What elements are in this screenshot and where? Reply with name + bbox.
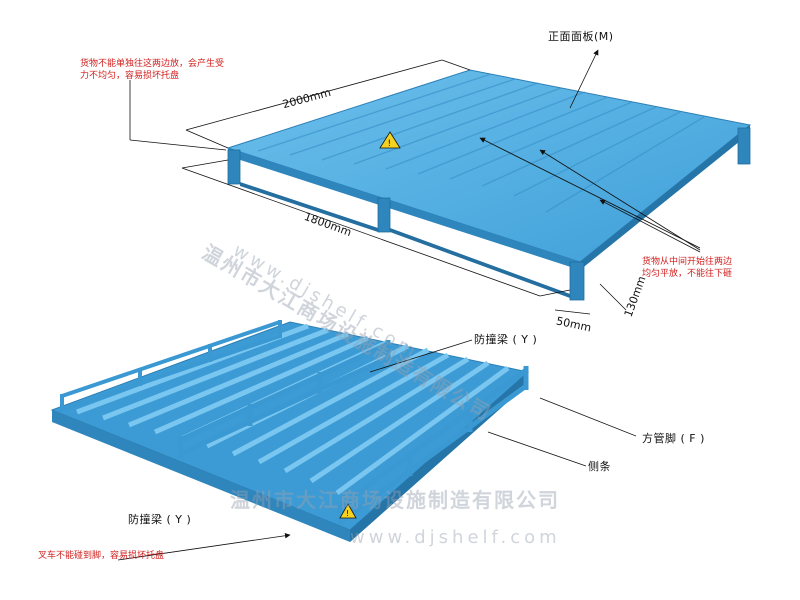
dim-2000-line	[185, 59, 443, 131]
leader-center-load-3	[599, 199, 701, 253]
label-anti-collision-bottom: 防撞梁 ( Y )	[128, 513, 192, 526]
top-pallet-front-edge	[228, 148, 580, 270]
bottom-pallet-slats	[76, 323, 510, 496]
leader-anti-collision-top	[369, 339, 473, 373]
top-pallet-foot-middle	[377, 197, 391, 233]
svg-text:!: !	[388, 139, 392, 149]
label-top-panel: 正面面板(M)	[548, 30, 614, 43]
bottom-pallet	[50, 320, 530, 542]
bottom-pallet-side-strip	[52, 410, 350, 542]
top-pallet-foot-left	[227, 149, 241, 185]
warning-edge-load-line2: 力不均匀，容易损坏托盘	[80, 71, 180, 82]
warning-center-load-line2: 均匀平放，不能往下砸	[642, 269, 733, 280]
top-pallet-foot-right	[737, 127, 751, 165]
top-pallet	[226, 69, 752, 301]
warning-triangle-icon: !	[339, 503, 357, 519]
warning-forklift: 叉车不能碰到脚，容易损坏托盘	[38, 551, 165, 561]
leader-center-load-2	[539, 149, 701, 251]
svg-text:!: !	[346, 509, 349, 518]
label-square-tube-foot: 方管脚 ( F )	[642, 432, 705, 445]
leader-foot	[539, 397, 637, 437]
warning-edge-load: 货物不能单独往这两边放，会产生受 力不均匀，容易损坏托盘	[80, 58, 224, 82]
leader-lines	[117, 49, 701, 561]
bottom-pallet-rail-right	[337, 366, 529, 525]
leader-side-strip	[487, 431, 587, 467]
watermark-company-bottom: 温州市大江商场设施制造有限公司	[230, 488, 560, 512]
bottom-pallet-rail-middle	[177, 340, 391, 458]
top-pallet-deck-ribs	[257, 73, 705, 213]
top-pallet-right-edge	[580, 125, 750, 270]
warning-edge-load-line1: 货物不能单独往这两边放，会产生受	[80, 59, 225, 69]
bottom-pallet-rail-left	[60, 320, 282, 412]
watermark-url-bottom: www.djshelf.com	[350, 527, 561, 548]
leader-top-panel	[569, 49, 599, 109]
warning-center-load-line1: 货物从中间开始往两边	[642, 257, 733, 267]
warning-triangle-icon: !	[379, 131, 401, 149]
label-side-strip: 侧条	[588, 460, 611, 473]
leader-forklift	[117, 532, 291, 561]
leader-center-load-1	[479, 137, 701, 249]
dimension-lines	[181, 59, 627, 315]
top-pallet-foot-front	[569, 261, 585, 301]
dim-1800-line	[181, 167, 541, 297]
warning-center-load: 货物从中间开始往两边 均匀平放，不能往下砸	[642, 256, 732, 280]
label-anti-collision-top: 防撞梁 ( Y )	[474, 333, 538, 346]
